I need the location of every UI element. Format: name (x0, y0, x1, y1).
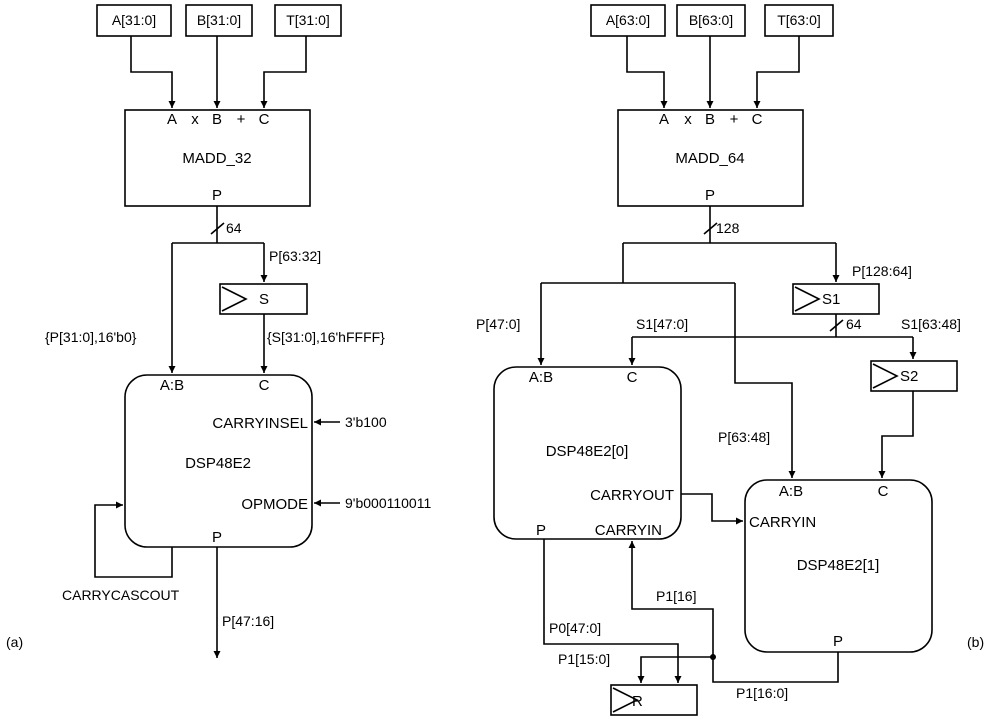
bus-width-tick (210, 222, 225, 235)
madd32-op-x: x (191, 111, 199, 128)
dsp1-port-ab: A:B (779, 483, 803, 500)
register-r-clock-icon (612, 687, 639, 713)
dsp-name: DSP48E2 (185, 455, 251, 472)
input-b-label: B[31:0] (197, 12, 241, 28)
madd64-name: MADD_64 (675, 150, 744, 167)
input-a64-box (590, 4, 666, 37)
wire-p1-low-to-r (637, 656, 713, 683)
wire-p-to-dsp1-ab (734, 283, 796, 478)
dsp1-port-p: P (833, 633, 843, 650)
input-t-box (274, 4, 342, 37)
p-low-label: P[47:0] (476, 316, 520, 332)
madd32-port-c: C (259, 111, 270, 128)
s1-low-label: S1[47:0] (636, 316, 688, 332)
opmode-value: 9'b000110011 (345, 495, 431, 511)
p1-full-label: P1[16:0] (736, 685, 788, 701)
madd32-port-a: A (167, 111, 177, 128)
carryinsel-value: 3'b100 (345, 414, 387, 430)
input-b64-box (676, 4, 746, 37)
s1-width-label: 64 (846, 316, 862, 332)
wire-p-to-ab (172, 242, 264, 373)
panel-a-label: (a) (6, 634, 23, 650)
dsp-opmode-port: OPMODE (241, 496, 308, 513)
input-a-label: A[31:0] (112, 12, 156, 28)
s1-width-tick (829, 319, 844, 332)
register-s1-label: S1 (822, 291, 840, 308)
dsp48e2-block (124, 374, 313, 548)
madd64-port-b: B (705, 111, 715, 128)
p1-low-label: P1[15:0] (558, 651, 610, 667)
dsp-port-p: P (212, 529, 222, 546)
input-t64-label: T[63:0] (777, 12, 821, 28)
dsp0-block (493, 366, 682, 540)
wire-carrycascout-loop (94, 501, 173, 578)
p-mid-label: P[63:48] (718, 429, 770, 445)
register-s2 (870, 360, 958, 392)
wire-t64-to-madd (753, 36, 800, 108)
input-a64-label: A[63:0] (606, 12, 650, 28)
dsp0-port-ab: A:B (529, 369, 553, 386)
bus128-width-label: 128 (716, 220, 740, 236)
dsp1-carryin-port: CARRYIN (749, 514, 816, 531)
wire-s2-to-dsp1-c (878, 391, 914, 478)
wire-p1-out (628, 541, 839, 683)
input-t-label: T[31:0] (286, 12, 330, 28)
madd64-op-plus: + (730, 111, 739, 128)
carrycascout-label: CARRYCASCOUT (62, 587, 180, 603)
wire-p-to-dsp0-ab (541, 282, 735, 365)
madd64-port-c: C (752, 111, 763, 128)
dsp0-port-p: P (536, 522, 546, 539)
register-r (610, 684, 698, 716)
wire-a64-to-madd (626, 36, 668, 108)
dsp0-name: DSP48E2[0] (546, 443, 629, 460)
input-b-box (185, 4, 253, 37)
madd64-op-x: x (684, 111, 692, 128)
dsp0-port-c: C (627, 369, 638, 386)
madd32-op-plus: + (237, 111, 246, 128)
wire-t-to-madd (260, 36, 307, 108)
dsp0-carryout-port: CARRYOUT (590, 487, 674, 504)
output-label: P[47:16] (222, 613, 274, 629)
wire-carryout-to-carryin (681, 493, 743, 525)
s1-high-label: S1[63:48] (901, 316, 961, 332)
main-bus (622, 242, 836, 283)
madd32-port-p: P (212, 187, 222, 204)
c-concat-label: {S[31:0],16'hFFFF} (267, 329, 385, 345)
input-a-box (96, 4, 172, 37)
register-s-clock-icon (221, 286, 248, 312)
register-s1-clock-icon (794, 286, 821, 312)
ab-concat-label: {P[31:0],16'b0} (45, 329, 137, 345)
wire-p0-to-r (543, 539, 682, 683)
p1-bit16-label: P1[16] (656, 588, 696, 604)
madd64-port-a: A (659, 111, 669, 128)
madd64-port-p: P (705, 187, 715, 204)
p0-label: P0[47:0] (549, 620, 601, 636)
register-r-label: R (632, 693, 643, 710)
dsp0-carryin-port: CARRYIN (595, 522, 662, 539)
bus-width-label: 64 (226, 220, 242, 236)
panel-b-label: (b) (967, 634, 984, 650)
junction-dot (710, 654, 716, 660)
register-s2-clock-icon (872, 363, 899, 389)
dsp-port-c: C (259, 377, 270, 394)
input-b64-label: B[63:0] (689, 12, 733, 28)
madd32-port-b: B (212, 111, 222, 128)
madd32-name: MADD_32 (182, 150, 251, 167)
p-high64-label: P[128:64] (852, 263, 912, 279)
dsp-port-ab: A:B (160, 377, 184, 394)
p-high-label: P[63:32] (269, 248, 321, 264)
dsp1-port-c: C (878, 483, 889, 500)
wire-a-to-madd (130, 36, 176, 108)
register-s2-label: S2 (900, 368, 918, 385)
dsp1-name: DSP48E2[1] (797, 557, 880, 574)
bus128-width-tick (703, 222, 718, 235)
dsp-carryinsel-port: CARRYINSEL (212, 415, 308, 432)
register-s-label: S (259, 291, 269, 308)
